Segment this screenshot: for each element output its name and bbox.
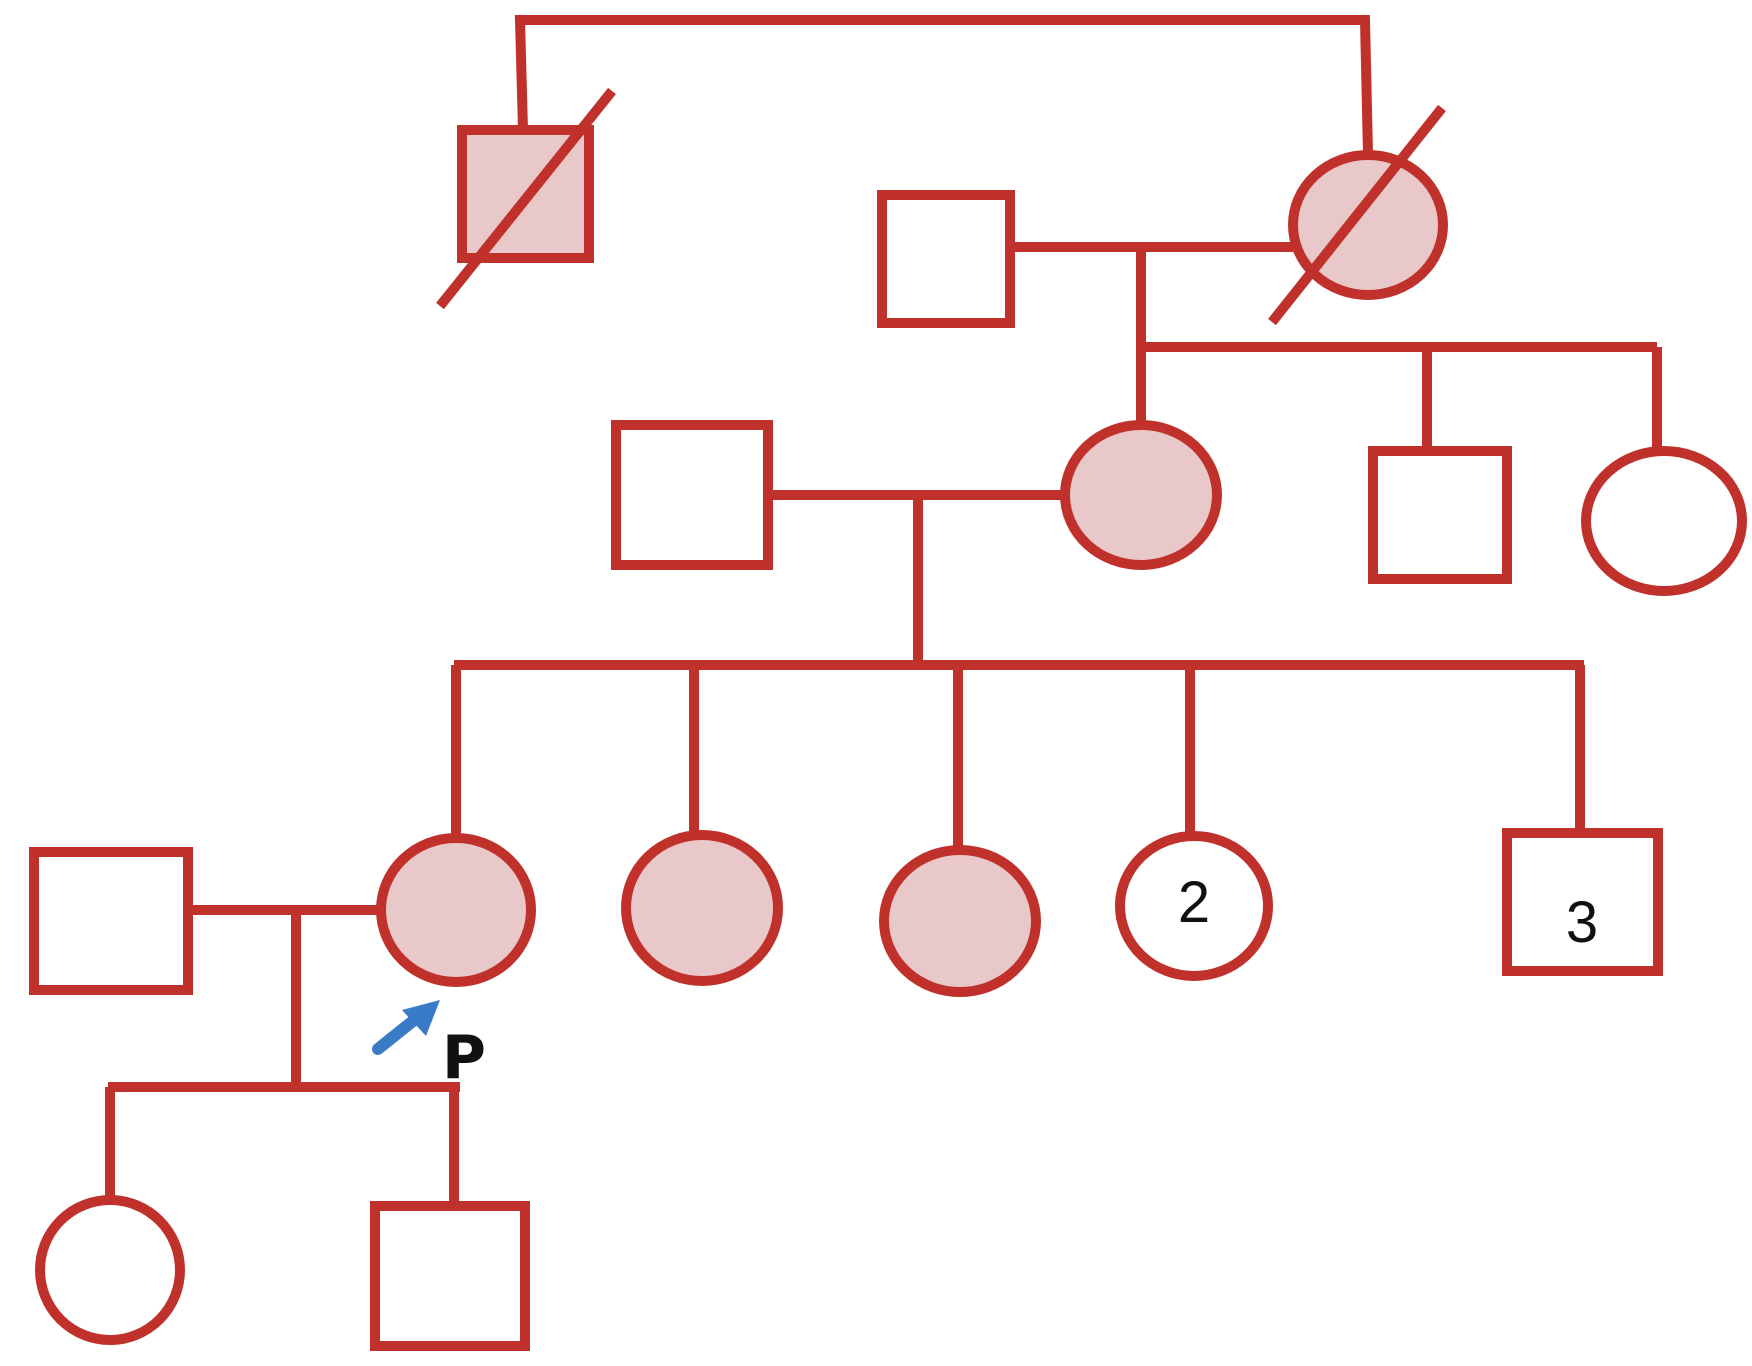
deceased-slash (1268, 104, 1446, 326)
individual-I-2 (1268, 104, 1448, 326)
proband-label: P (442, 1023, 486, 1093)
connection-lines (105, 15, 1662, 1206)
male-symbol (877, 190, 1015, 328)
female-symbol-affected (621, 830, 783, 986)
male-symbol (1502, 828, 1663, 976)
individual-I-3 (877, 190, 1015, 328)
female-symbol-affected (1060, 420, 1222, 570)
individual-II-2 (1060, 420, 1222, 570)
proband-arrow-icon (372, 1000, 440, 1055)
female-symbol-affected (879, 845, 1041, 997)
individual-III-1 (29, 847, 193, 995)
female-symbol (35, 1195, 185, 1345)
proband-marker: P (372, 1000, 486, 1093)
individual-IV-2 (370, 1201, 530, 1351)
individual-II-1 (611, 420, 773, 570)
male-symbol (1368, 446, 1512, 584)
sibling-count-label: 2 (1178, 870, 1210, 935)
individual-III-6: 3 (1502, 828, 1663, 976)
individual-III-4 (879, 845, 1041, 997)
deceased-slash (436, 87, 616, 310)
individual-IV-1 (35, 1195, 185, 1345)
male-symbol (611, 420, 773, 570)
individual-III-3 (621, 830, 783, 986)
male-symbol (370, 1201, 530, 1351)
sibling-count-label: 3 (1566, 890, 1598, 955)
individual-II-3 (1368, 446, 1512, 584)
individual-III-5: 2 (1115, 831, 1273, 981)
female-symbol-affected (1288, 150, 1448, 300)
individual-I-1 (436, 87, 616, 310)
female-symbol (1115, 831, 1273, 981)
individual-III-2 (376, 833, 536, 987)
individual-II-4 (1581, 446, 1747, 596)
female-symbol-affected (376, 833, 536, 987)
mating-line-I1-I2 (514, 15, 1373, 156)
female-symbol (1581, 446, 1747, 596)
male-symbol (29, 847, 193, 995)
